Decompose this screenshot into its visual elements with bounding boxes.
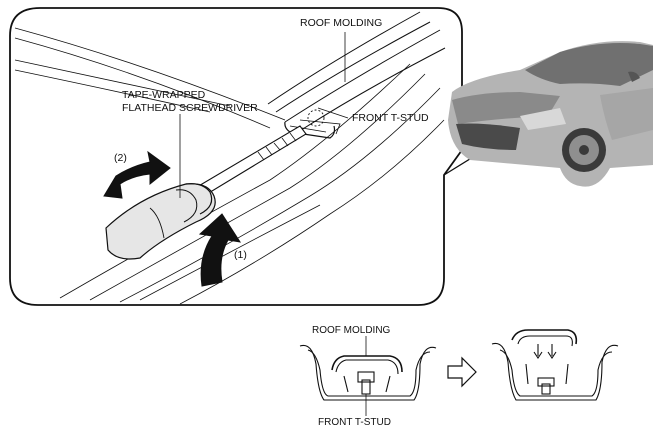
detail-front-t-stud-label: FRONT T-STUD (318, 417, 391, 428)
front-t-stud-label: FRONT T-STUD (352, 112, 429, 124)
right-arrow-icon (447, 356, 477, 388)
step-2-label: (2) (114, 152, 127, 164)
roof-surface-lines (14, 27, 445, 305)
step-1-label: (1) (234, 249, 247, 261)
screwdriver-tool (105, 125, 307, 260)
label-leader-lines (179, 32, 349, 198)
tool-label-line2: FLATHEAD SCREWDRIVER (122, 102, 258, 114)
cross-section-installed (299, 344, 437, 401)
tool-label-line1: TAPE-WRAPPED (122, 89, 206, 101)
main-detail-frame (9, 7, 463, 306)
car-image (448, 41, 653, 187)
lift-arrow-icon (198, 213, 242, 287)
roof-molding-label: ROOF MOLDING (300, 17, 382, 29)
detail-roof-molding-label: ROOF MOLDING (312, 325, 391, 336)
front-t-stud-marker (307, 109, 325, 127)
rotate-arrow-icon (103, 150, 171, 199)
roof-molding-part (267, 11, 446, 139)
cross-section-removed (491, 329, 619, 401)
